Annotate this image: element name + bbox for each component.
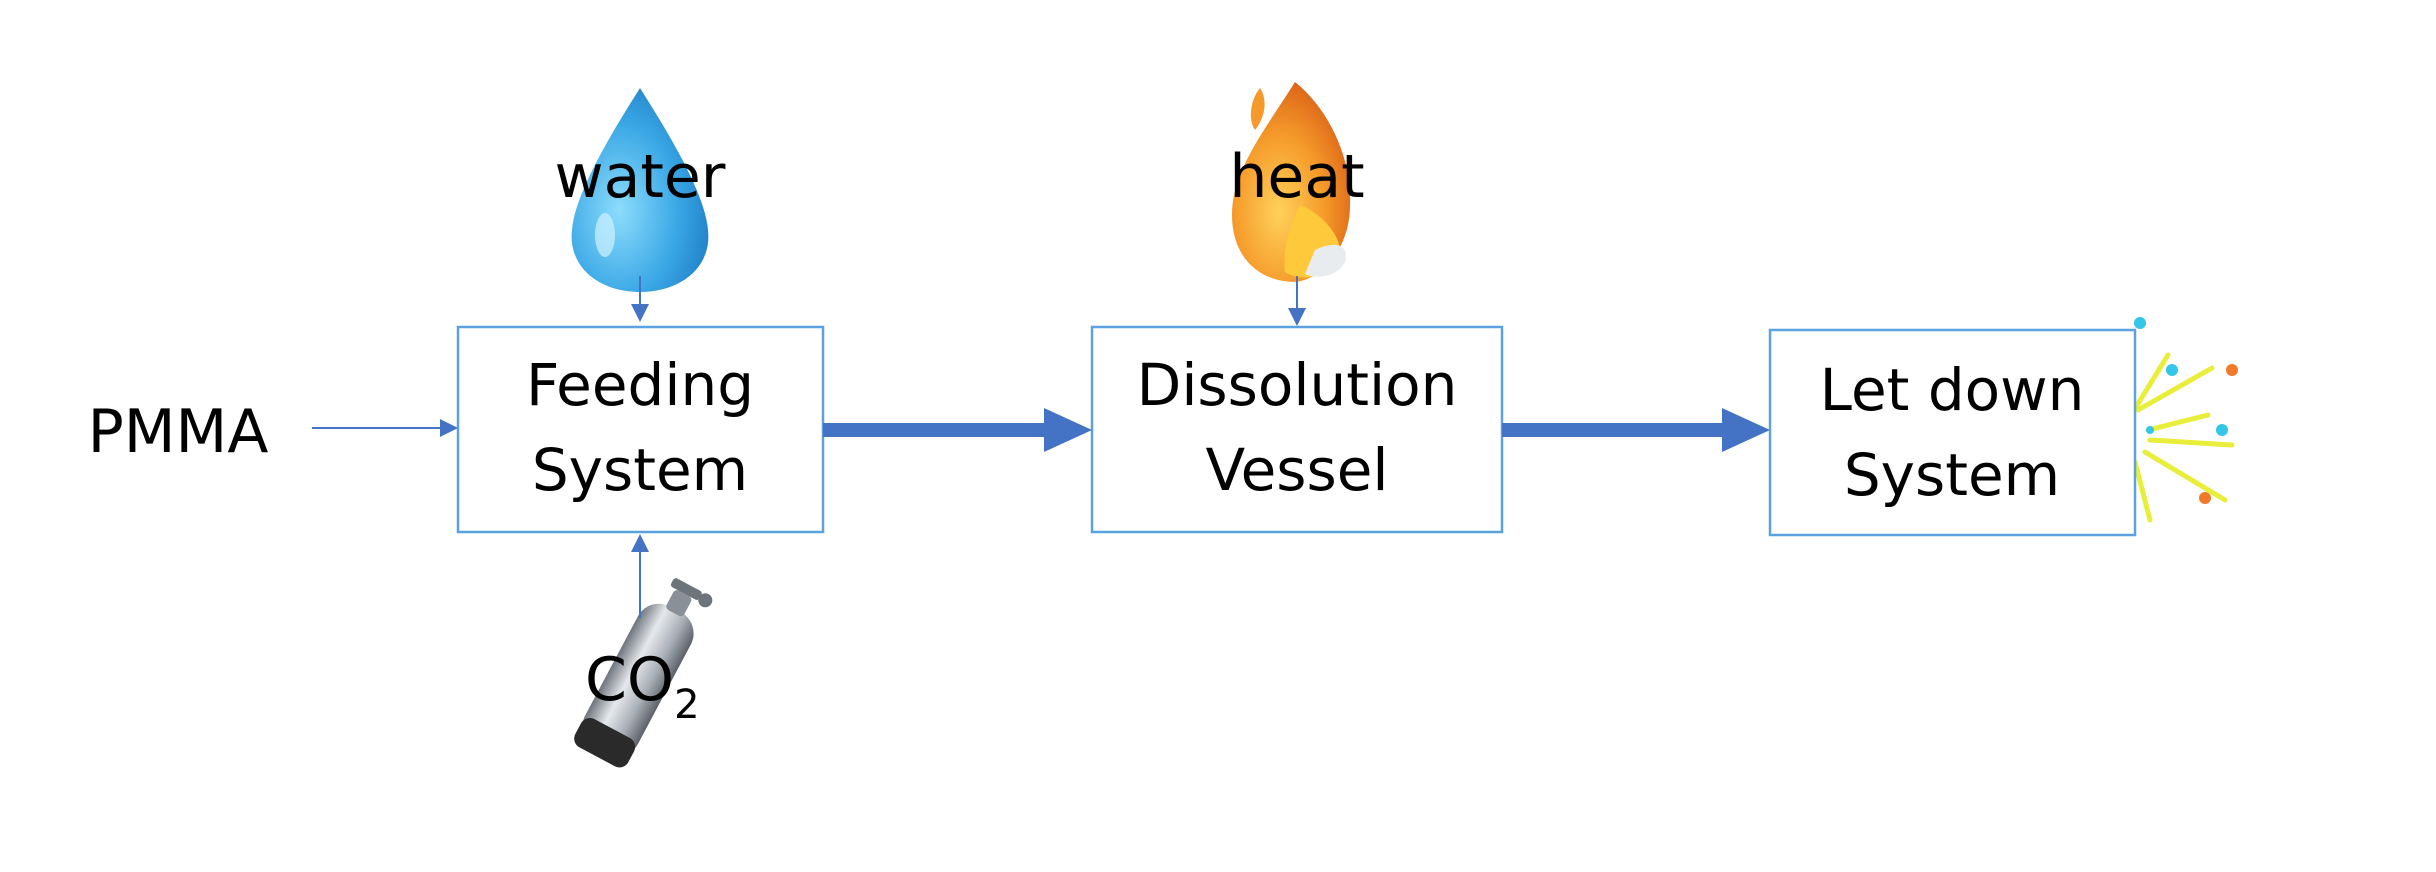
let-down-system-line2: System xyxy=(1844,441,2060,509)
co2-label: CO2 xyxy=(585,645,700,728)
dissolution-vessel-line1: Dissolution xyxy=(1137,351,1458,419)
feeding-system-line2: System xyxy=(532,436,748,504)
heat-arrow xyxy=(1288,276,1306,326)
heat-label: heat xyxy=(1229,142,1364,212)
flame-icon xyxy=(1232,82,1351,282)
water-arrow xyxy=(631,276,649,322)
co2-subscript: 2 xyxy=(674,682,699,728)
dissolution-vessel-line2: Vessel xyxy=(1205,436,1388,504)
let-down-system-line1: Let down xyxy=(1820,356,2085,424)
feeding-system-line1: Feeding xyxy=(526,351,754,419)
co2-arrow xyxy=(631,534,649,618)
water-drop-icon xyxy=(571,88,709,292)
feeding-system-box: Feeding System xyxy=(456,325,825,534)
pmma-arrow xyxy=(312,419,458,437)
let-down-system-box: Let down System xyxy=(1768,328,2137,537)
gas-cylinder-icon xyxy=(574,578,713,768)
feeding-to-dissolution-arrow xyxy=(823,408,1092,452)
water-label: water xyxy=(555,142,726,212)
dissolution-to-letdown-arrow xyxy=(1502,408,1770,452)
pmma-label: PMMA xyxy=(88,397,269,467)
dissolution-vessel-box: Dissolution Vessel xyxy=(1090,325,1504,534)
